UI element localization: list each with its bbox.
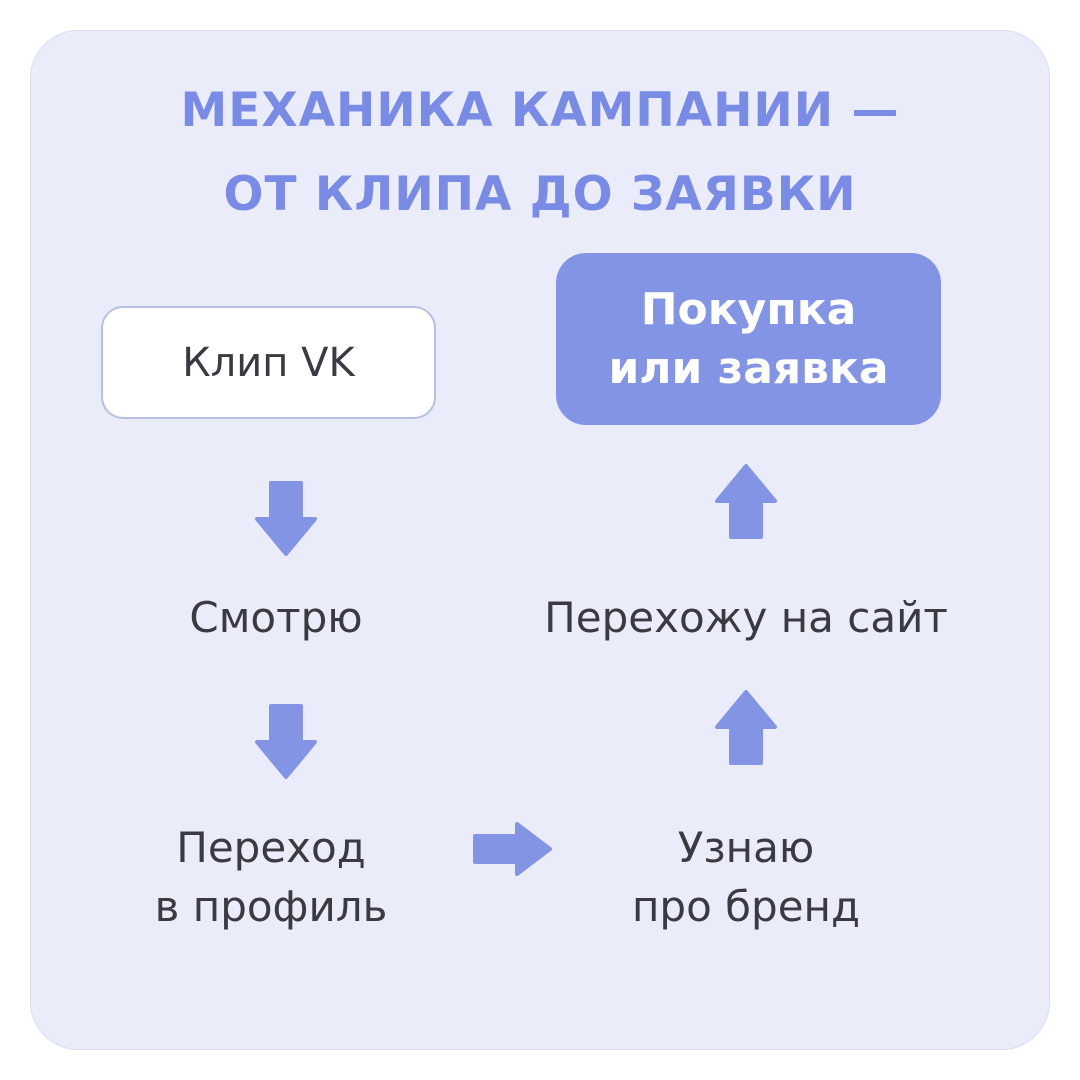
page-title: МЕХАНИКА КАМПАНИИ — ОТ КЛИПА ДО ЗАЯВКИ (31, 69, 1049, 236)
node-purchase-line-2: или заявка (608, 343, 889, 394)
arrow-up-icon (715, 690, 777, 765)
campaign-mechanics-card: МЕХАНИКА КАМПАНИИ — ОТ КЛИПА ДО ЗАЯВКИ Кл… (30, 30, 1050, 1050)
step-profile-line-2: в профиль (154, 881, 388, 931)
step-brand-line-2: про бренд (631, 881, 861, 931)
node-purchase: Покупка или заявка (556, 253, 941, 425)
node-purchase-line-1: Покупка (640, 283, 857, 335)
step-watch-label: Смотрю (189, 593, 363, 642)
arrow-down-icon (255, 481, 317, 556)
step-profile-label: Переход в профиль (155, 819, 388, 937)
step-brand-line-1: Узнаю (677, 823, 815, 872)
arrow-right-icon (473, 822, 552, 876)
title-line-2: ОТ КЛИПА ДО ЗАЯВКИ (223, 166, 857, 222)
arrow-up-icon (715, 464, 777, 539)
arrow-down-icon (255, 704, 317, 779)
step-visit-site-label: Перехожу на сайт (544, 593, 948, 642)
node-purchase-label: Покупка или заявка (608, 280, 888, 399)
node-clip-vk: Клип VK (101, 306, 436, 419)
title-line-1: МЕХАНИКА КАМПАНИИ — (180, 83, 900, 138)
node-clip-vk-label: Клип VK (182, 339, 355, 386)
step-profile-line-1: Переход (176, 823, 366, 872)
step-brand-label: Узнаю про бренд (632, 819, 860, 937)
